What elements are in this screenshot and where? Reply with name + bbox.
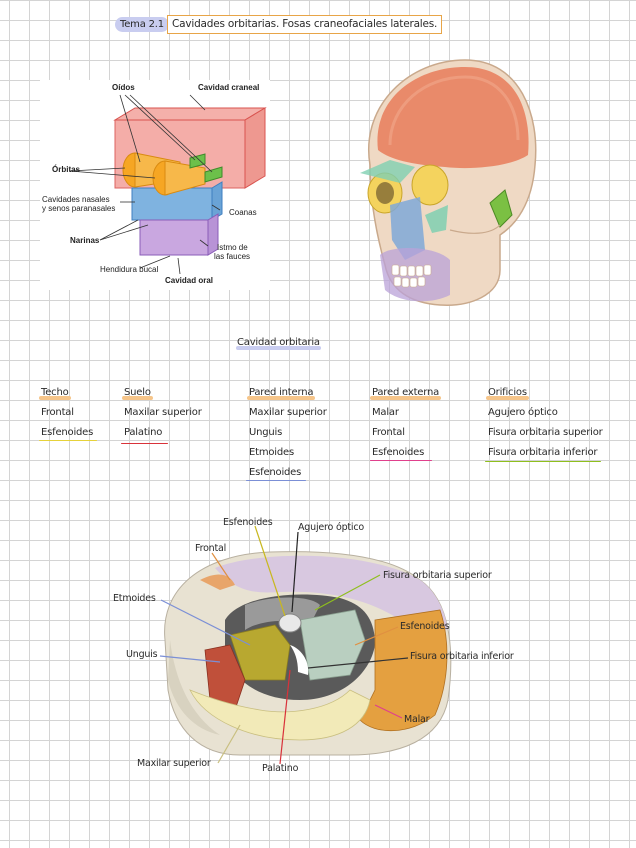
label-oidos: Oídos — [112, 83, 135, 92]
column-techo: Techo Frontal Esfenoides — [39, 383, 94, 443]
list-item: Frontal — [41, 407, 74, 418]
list-item: Etmoides — [249, 447, 294, 458]
label-agujero-optico: Agujero óptico — [298, 522, 365, 533]
list-item: Agujero óptico — [488, 407, 558, 418]
label-esfenoides-right: Esfenoides — [400, 621, 450, 632]
list-item: Maxilar superior — [249, 407, 327, 418]
label-istmo-1: Istmo de — [217, 243, 248, 252]
list-item: Esfenoides — [372, 447, 425, 458]
list-item: Fisura orbitaria superior — [488, 427, 603, 438]
label-unguis: Unguis — [126, 649, 158, 660]
underline-red — [121, 443, 168, 444]
label-frontal: Frontal — [195, 543, 227, 554]
column-header: Techo — [39, 383, 71, 403]
label-maxilar-superior: Maxilar superior — [137, 758, 211, 769]
label-hendidura-bucal: Hendidura bucal — [100, 265, 159, 274]
orbit-diagram — [159, 525, 452, 765]
column-header: Suelo — [122, 383, 153, 403]
label-cavidad-craneal: Cavidad craneal — [198, 83, 260, 92]
label-orbitas: Órbitas — [52, 165, 81, 174]
column-header: Pared interna — [246, 383, 316, 403]
label-cavidades-nasales: Cavidades nasales — [42, 195, 110, 204]
label-palatino: Palatino — [262, 763, 299, 774]
label-esfenoides-top: Esfenoides — [223, 517, 273, 528]
label-coanas: Coanas — [229, 208, 257, 217]
underline-blue — [246, 480, 306, 481]
page-title: Cavidades orbitarias. Fosas craneofacial… — [167, 15, 443, 34]
list-item: Unguis — [249, 427, 283, 438]
underline-yellow — [39, 440, 97, 441]
column-pared-externa: Pared externa Malar Frontal Esfenoides — [369, 383, 442, 463]
label-etmoides: Etmoides — [113, 593, 156, 604]
cavities-diagram — [40, 80, 270, 290]
label-istmo-2: las fauces — [214, 252, 251, 261]
list-item: Frontal — [372, 427, 405, 438]
column-orificios: Orificios Agujero óptico Fisura orbitari… — [486, 383, 603, 463]
underline-pink — [370, 460, 432, 461]
column-suelo: Suelo Maxilar superior Palatino — [122, 383, 202, 443]
list-item: Maxilar superior — [124, 407, 202, 418]
label-fisura-orbitaria-superior: Fisura orbitaria superior — [383, 570, 492, 581]
label-fisura-orbitaria-inferior: Fisura orbitaria inferior — [410, 651, 514, 662]
label-malar: Malar — [404, 714, 430, 725]
list-item: Esfenoides — [249, 467, 302, 478]
skull-illustration — [360, 59, 537, 306]
underline-green — [485, 461, 601, 462]
column-header: Orificios — [486, 383, 529, 403]
column-pared-interna: Pared interna Maxilar superior Unguis Et… — [246, 383, 327, 483]
list-item: Malar — [372, 407, 399, 418]
column-header: Pared externa — [369, 383, 442, 403]
label-senos-paranasales: y senos paranasales — [42, 204, 116, 213]
label-cavidad-oral: Cavidad oral — [165, 276, 214, 285]
list-item: Fisura orbitaria inferior — [488, 447, 598, 458]
topic-badge: Tema 2.1 — [115, 17, 169, 32]
list-item: Palatino — [124, 427, 163, 438]
section-title: Cavidad orbitaria — [236, 337, 321, 350]
list-item: Esfenoides — [41, 427, 94, 438]
label-narinas: Narinas — [70, 236, 100, 245]
